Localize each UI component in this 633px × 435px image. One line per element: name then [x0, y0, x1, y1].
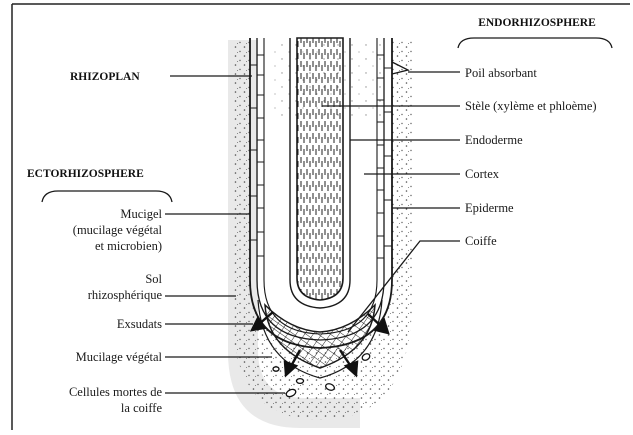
label-cellules-2: la coiffe — [121, 401, 163, 415]
ectorhizosphere-title: ECTORHIZOSPHERE — [27, 168, 144, 180]
label-sol-1: Sol — [145, 272, 162, 286]
label-mucilage: Mucilage végétal — [76, 350, 163, 364]
label-mucigel-3: et microbien) — [95, 239, 162, 253]
label-cortex: Cortex — [465, 167, 500, 181]
label-endoderme: Endoderme — [465, 133, 523, 147]
label-stele: Stèle (xylème et phloème) — [465, 99, 597, 113]
stele — [297, 38, 343, 300]
label-coiffe: Coiffe — [465, 234, 497, 248]
label-mucigel-2: (mucilage végétal — [73, 223, 163, 237]
endorhizosphere-brace — [458, 38, 612, 48]
right-labels: Poil absorbant Stèle (xylème et phloème)… — [322, 66, 597, 332]
endorhizosphere-title: ENDORHIZOSPHERE — [478, 17, 596, 29]
rhizoplan-title: RHIZOPLAN — [70, 71, 140, 83]
label-cellules-1: Cellules mortes de — [69, 385, 162, 399]
label-poil-absorbant: Poil absorbant — [465, 66, 537, 80]
ectorhizosphere-brace — [42, 191, 172, 202]
label-epiderme: Epiderme — [465, 201, 514, 215]
label-mucigel-1: Mucigel — [120, 207, 162, 221]
label-exsudats: Exsudats — [117, 317, 162, 331]
label-sol-2: rhizosphérique — [88, 288, 163, 302]
